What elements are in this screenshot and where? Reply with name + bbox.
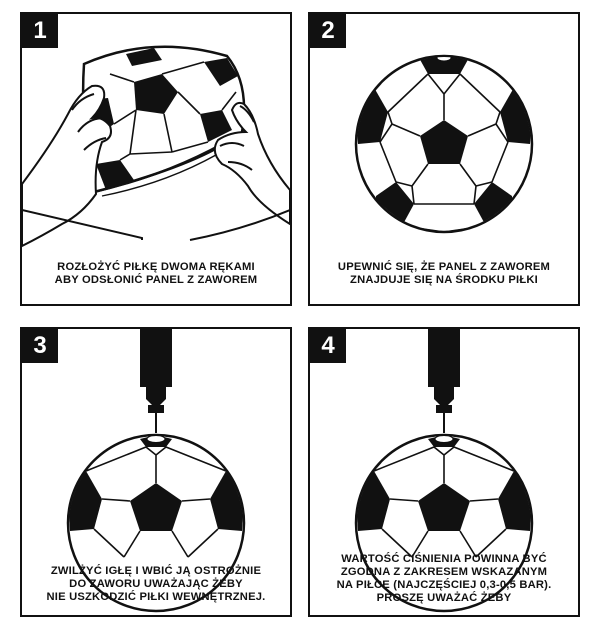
step-1-illustration [22, 45, 290, 248]
step-2-panel: 2 UPEWNIĆ SIĘ, ŻE PANEL Z ZAWOREM ZNA [308, 12, 580, 306]
caption-line: ROZŁOŻYĆ PIŁKĘ DWOMA RĘKAMI [57, 261, 255, 273]
soccer-ball-icon [354, 54, 534, 234]
caption-line: WARTOŚĆ CIŚNIENIA POWINNA BYĆ [341, 553, 547, 565]
caption-line: ZWILŻYĆ IGŁĘ I WBIĆ JĄ OSTROŻNIE [50, 565, 262, 577]
caption-line: DO ZAWORU UWAŻAJĄC ŻEBY [69, 578, 243, 590]
soccer-ball-icon [66, 433, 246, 613]
caption-line: UPEWNIĆ SIĘ, ŻE PANEL Z ZAWOREM [337, 261, 551, 273]
caption-line: NA PIŁCE (NAJCZĘŚCIEJ 0,3-0,5 BAR). [336, 579, 552, 591]
step-4-caption: WARTOŚĆ CIŚNIENIA POWINNA BYĆ ZGODNA Z Z… [316, 553, 572, 605]
caption-line: ZGODNA Z ZAKRESEM WSKAZANYM [340, 566, 548, 578]
caption-line: PROSZĘ UWAŻAĆ ŻEBY [376, 592, 512, 604]
step-3-illustration [66, 329, 246, 613]
pump-needle-icon [140, 329, 172, 433]
hands-icon [22, 84, 290, 248]
step-1-caption: ROZŁOŻYĆ PIŁKĘ DWOMA RĘKAMI ABY ODSŁONIĆ… [28, 261, 284, 287]
step-number: 2 [310, 14, 346, 48]
step-number: 4 [310, 329, 346, 363]
caption-line: NIE USZKODZIĆ PIŁKI WEWNĘTRZNEJ. [46, 591, 266, 603]
deflated-ball-icon [81, 45, 246, 197]
step-number: 3 [22, 329, 58, 363]
step-3-panel: 3 ZWILŻYĆ IGŁĘ I WBIĆ JĄ OSTROŻNIE DO ZA… [20, 327, 292, 617]
step-4-panel: 4 WARTOŚĆ CIŚNIENIA POWINNA BYĆ ZGODNA Z… [308, 327, 580, 617]
caption-line: ABY ODSŁONIĆ PANEL Z ZAWOREM [54, 274, 258, 286]
caption-line: ZNAJDUJE SIĘ NA ŚRODKU PIŁKI [350, 274, 538, 286]
step-3-caption: ZWILŻYĆ IGŁĘ I WBIĆ JĄ OSTROŻNIE DO ZAWO… [28, 565, 284, 604]
step-2-caption: UPEWNIĆ SIĘ, ŻE PANEL Z ZAWOREM ZNAJDUJE… [316, 261, 572, 287]
pump-needle-icon [428, 329, 460, 433]
step-number: 1 [22, 14, 58, 48]
step-1-panel: 1 R [20, 12, 292, 306]
step-2-illustration [354, 54, 534, 234]
